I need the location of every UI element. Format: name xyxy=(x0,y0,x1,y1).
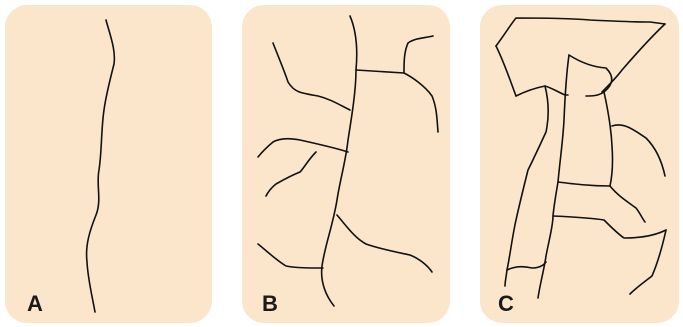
panel-c-label: C xyxy=(498,291,514,316)
panel-b-label: B xyxy=(262,291,278,316)
panel-a-label: A xyxy=(27,291,43,316)
panel-c: C xyxy=(480,5,679,323)
panel-c-background xyxy=(480,5,679,323)
panel-b: B xyxy=(242,5,450,323)
panel-a-background xyxy=(5,5,212,323)
panel-a: A xyxy=(5,5,212,323)
panel-b-background xyxy=(242,5,450,323)
